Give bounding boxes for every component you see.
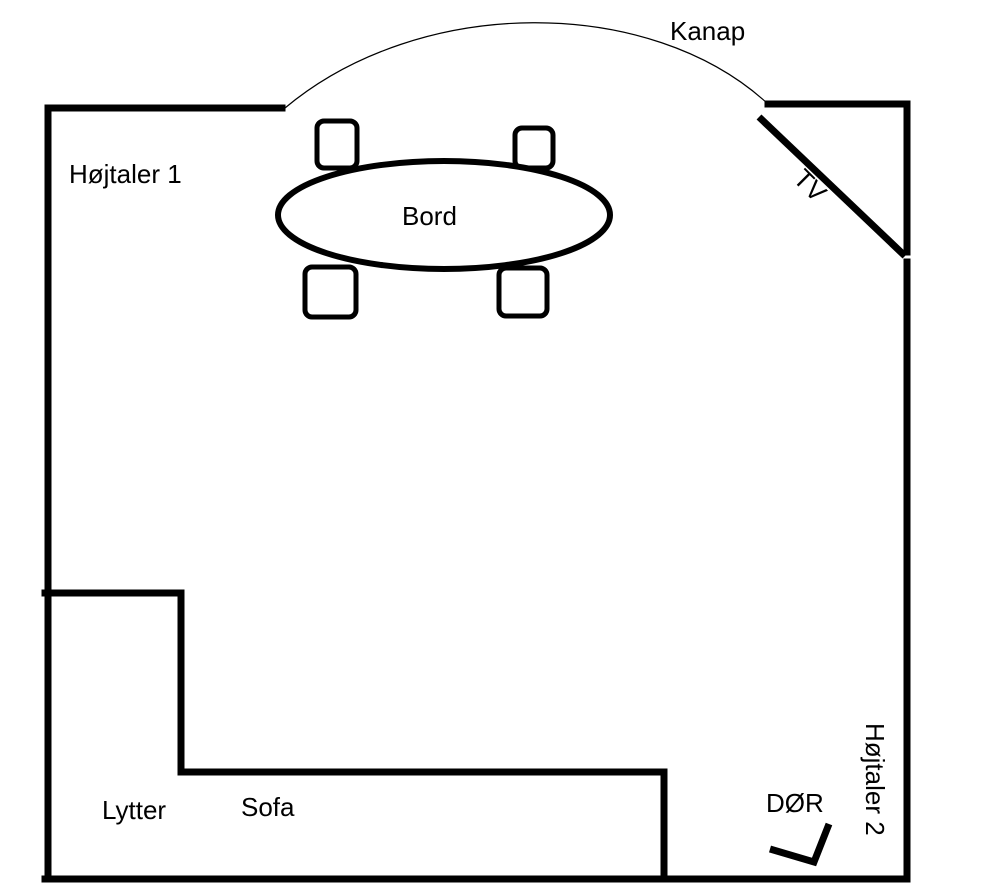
tv-unit bbox=[756, 114, 908, 259]
chair-bottom-right bbox=[496, 265, 550, 319]
sofa-outline bbox=[41, 589, 668, 883]
chair-top-right bbox=[512, 125, 556, 171]
chair-top-left bbox=[314, 118, 360, 171]
door-arrow-icon bbox=[769, 822, 833, 867]
kanap-arc bbox=[284, 22, 769, 109]
dining-table bbox=[275, 158, 613, 272]
label-kanap: Kanap bbox=[670, 16, 745, 46]
label-door: DØR bbox=[766, 788, 824, 818]
label-listener: Lytter bbox=[102, 795, 166, 825]
label-sofa: Sofa bbox=[241, 792, 295, 822]
label-speaker-2: Højtaler 2 bbox=[860, 723, 890, 836]
label-speaker-1: Højtaler 1 bbox=[69, 159, 182, 189]
label-tv: TV bbox=[788, 163, 833, 208]
label-table: Bord bbox=[402, 201, 457, 231]
chair-bottom-left bbox=[302, 264, 359, 320]
